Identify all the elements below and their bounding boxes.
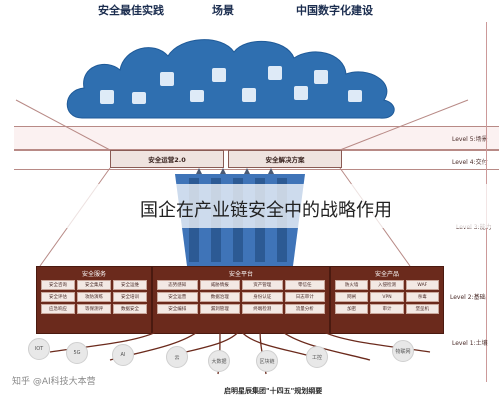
level4-label: Level 4:交付	[452, 159, 488, 166]
car-icon	[242, 88, 256, 102]
level2-label: Level 2:基础	[450, 294, 486, 301]
up-arrow-icon	[268, 168, 274, 174]
up-arrow-icon	[220, 168, 226, 174]
cell: 杀毒	[405, 292, 439, 302]
platform-products-title: 安全产品	[374, 271, 399, 278]
factory-icon	[212, 68, 226, 82]
person-icon	[314, 70, 328, 84]
mid-title: 场景	[212, 4, 234, 17]
cell: 态势感知	[157, 280, 198, 290]
platform-services: 安全服务 安全咨询 安全集成 安全运维 安全评估 攻防演练 安全培训 应急响应 …	[36, 266, 152, 334]
cell: 零信任	[284, 280, 325, 290]
cell: 流量分析	[284, 304, 325, 314]
up-arrow-icon	[244, 168, 250, 174]
platform-services-title: 安全服务	[81, 271, 106, 278]
cell: 安全运维	[113, 280, 147, 290]
overlay-title: 国企在产业链安全中的战略作用	[140, 200, 392, 221]
header-right: 安全解决方案	[228, 150, 342, 168]
left-title: 安全最佳实践	[98, 4, 164, 17]
education-icon	[348, 90, 362, 102]
cell: 攻防演练	[77, 292, 111, 302]
cell: 漏洞管理	[199, 304, 240, 314]
header-bar	[0, 0, 499, 22]
cell: 日志审计	[284, 292, 325, 302]
cell: 安全咨询	[41, 280, 75, 290]
cell: WAF	[405, 280, 439, 290]
cell: 身份认证	[242, 292, 283, 302]
cell: 安全编排	[157, 304, 198, 314]
root-node: AI	[112, 344, 134, 366]
bus-icon	[294, 86, 308, 100]
root-node: 大数据	[208, 350, 230, 372]
cell: 堡垒机	[405, 304, 439, 314]
hospital-icon	[190, 90, 204, 102]
level5-band	[14, 126, 499, 150]
up-arrow-icon	[196, 168, 202, 174]
watermark: 知乎 @AI科技大本营	[12, 377, 96, 387]
building-icon	[100, 90, 114, 104]
cell: 安全评估	[41, 292, 75, 302]
platform-products: 安全产品 防火墙 入侵检测 WAF 网闸 VPN 杀毒 加密 审计 堡垒机	[330, 266, 444, 334]
root-node: 区块链	[256, 350, 278, 372]
cell: 应急响应	[41, 304, 75, 314]
cell: 安全集成	[77, 280, 111, 290]
cell: 等保测评	[77, 304, 111, 314]
cell: 网闸	[335, 292, 369, 302]
cell: 安全培训	[113, 292, 147, 302]
root-node: 云	[166, 346, 188, 368]
cloud-shape	[66, 39, 395, 119]
cell: VPN	[370, 292, 404, 302]
root-node: 5G	[66, 342, 88, 364]
wifi-icon	[160, 72, 174, 86]
level1-label: Level 1:土壤	[452, 340, 488, 347]
overlay-banner	[0, 184, 499, 228]
cell: 加密	[335, 304, 369, 314]
root-node: IOT	[28, 338, 50, 360]
cell: 终端检测	[242, 304, 283, 314]
cell: 入侵检测	[370, 280, 404, 290]
cell: 数据安全	[113, 304, 147, 314]
cell: 审计	[370, 304, 404, 314]
root-node: 物联网	[392, 340, 414, 362]
oil-rig-icon	[268, 66, 282, 80]
cell: 安全运营	[157, 292, 198, 302]
right-title: 中国数字化建设	[296, 4, 373, 17]
home-icon	[132, 92, 146, 104]
platform-core-title: 安全平台	[228, 271, 253, 278]
cell: 防火墙	[335, 280, 369, 290]
root-node: 工控	[306, 346, 328, 368]
cell: 威胁情报	[199, 280, 240, 290]
cell: 资产管理	[242, 280, 283, 290]
header-left: 安全运营2.0	[110, 150, 224, 168]
platform-core: 安全平台 态势感知 威胁情报 资产管理 零信任 安全运营 数据治理 身份认证 日…	[152, 266, 330, 334]
cell: 数据治理	[199, 292, 240, 302]
bottom-caption: 启明星辰集团"十四五"规划纲要	[224, 387, 323, 395]
level5-label: Level 5:场景	[452, 136, 488, 143]
